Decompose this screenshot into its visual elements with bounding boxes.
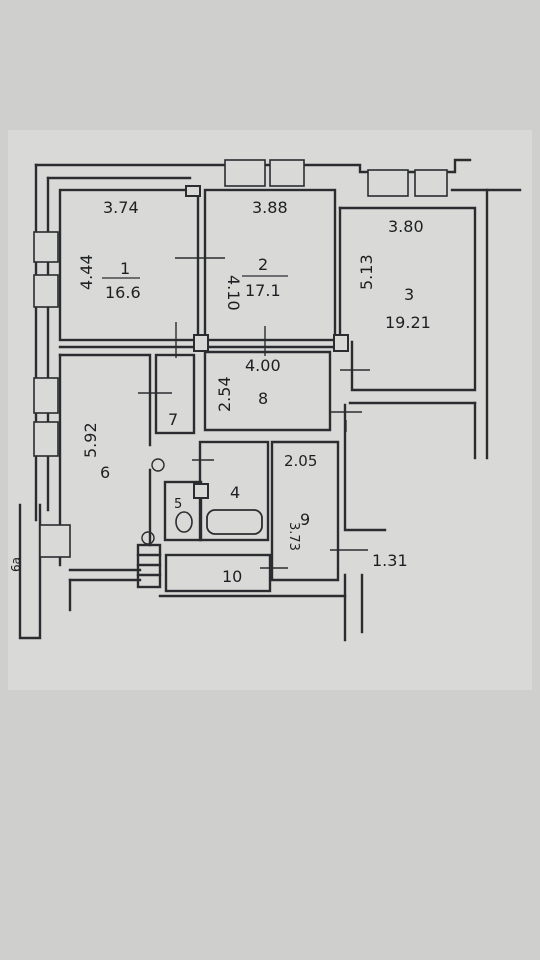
room-2-depth: 4.10	[224, 275, 243, 311]
room-7-walls	[154, 353, 196, 435]
room-10-number: 10	[222, 567, 242, 586]
room-3-width: 3.80	[388, 217, 424, 236]
toilet-icon	[175, 511, 193, 533]
room-1-width: 3.74	[103, 198, 139, 217]
room-3-number: 3	[404, 285, 414, 304]
room-2-walls	[203, 188, 337, 342]
room-1-depth: 4.44	[77, 254, 96, 290]
side-mark: 6а	[9, 557, 23, 572]
room-5-walls	[163, 480, 203, 542]
room-5-number: 5	[174, 497, 182, 512]
windows	[33, 159, 448, 558]
walls	[18, 158, 522, 642]
room-4-number: 4	[230, 483, 240, 502]
bathtub-icon	[206, 509, 263, 535]
window	[33, 231, 59, 263]
sink-icon	[151, 458, 165, 472]
column	[193, 334, 209, 352]
room-3-depth: 5.13	[357, 254, 376, 290]
room-8-walls	[203, 350, 332, 432]
column	[333, 334, 349, 352]
room-6-depth: 5.92	[81, 422, 100, 458]
room-9-number: 9	[300, 510, 310, 529]
room-6-top-wall	[58, 353, 152, 447]
column	[193, 483, 209, 499]
window	[33, 421, 59, 457]
room-1-area: 16.6	[105, 283, 141, 302]
room-2-width: 3.88	[252, 198, 288, 217]
window	[224, 159, 266, 187]
room-7-number: 7	[168, 410, 178, 429]
room-1-number: 1	[120, 259, 130, 278]
room-9-depth: 3.73	[286, 522, 301, 551]
room-3-walls	[338, 206, 477, 392]
room-1-walls	[58, 188, 200, 342]
window	[269, 159, 305, 187]
room-9-width: 2.05	[284, 452, 317, 470]
dimension-ticks	[138, 257, 370, 569]
room-10-walls	[164, 553, 272, 593]
room-3-area: 19.21	[385, 313, 431, 332]
room-2-area: 17.1	[245, 281, 281, 300]
room-2-number: 2	[258, 255, 268, 274]
room-9-walls	[270, 440, 340, 582]
window	[39, 524, 71, 558]
room-8-depth: 2.54	[215, 376, 234, 412]
room-6-number: 6	[100, 463, 110, 482]
sink-icon	[141, 531, 155, 545]
window	[367, 169, 409, 197]
columns	[185, 185, 349, 499]
room-8-width: 4.00	[245, 356, 281, 375]
room-8-number: 8	[258, 389, 268, 408]
left-annex	[18, 503, 42, 640]
window	[33, 274, 59, 308]
window	[414, 169, 448, 197]
corridor-width: 1.31	[372, 551, 408, 570]
window	[33, 377, 59, 414]
column	[185, 185, 201, 197]
labels: 3.74 4.44 1 16.6 3.88 4.10 2 17.1 3.80 5…	[9, 198, 431, 586]
room-9-outer-wall	[343, 403, 387, 532]
